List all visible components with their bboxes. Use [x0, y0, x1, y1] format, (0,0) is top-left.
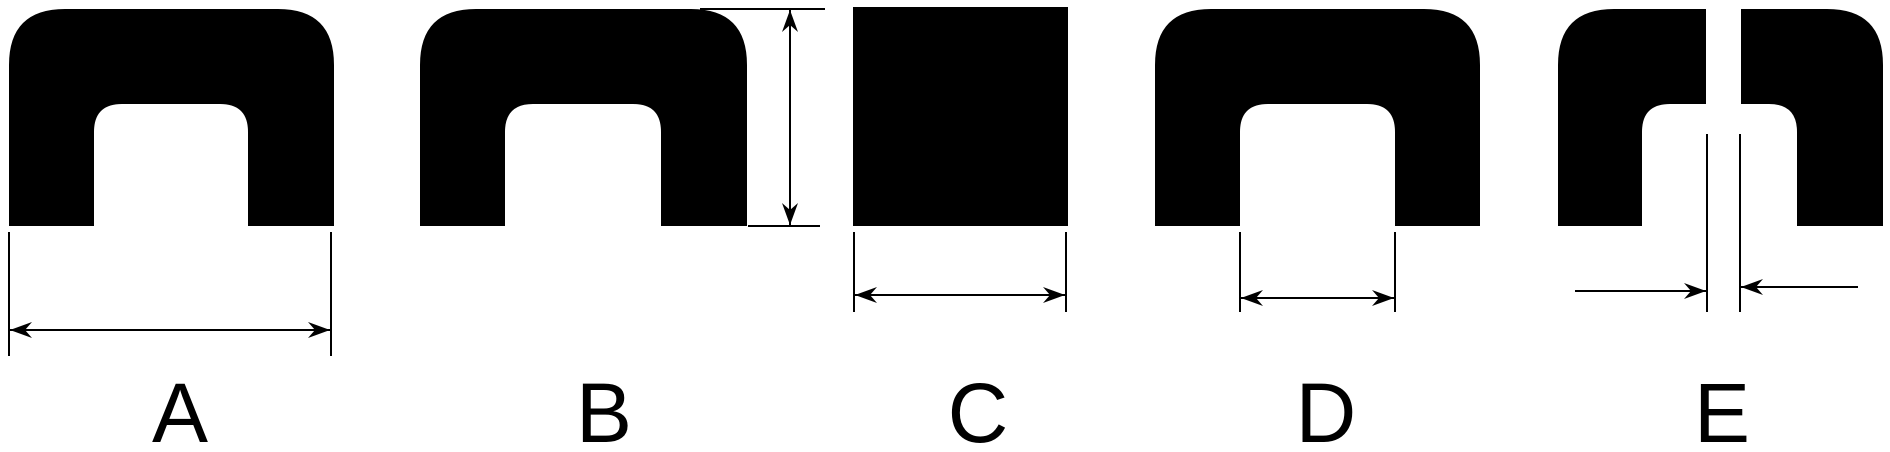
label-c: C: [948, 366, 1009, 452]
arch-shape-b: [420, 9, 747, 226]
label-e: E: [1694, 366, 1750, 452]
split-arch-shape-e-right: [1741, 9, 1883, 226]
label-d: D: [1296, 366, 1357, 452]
panel-a: A: [8, 9, 334, 452]
panel-e: E: [1558, 9, 1883, 452]
panel-b: B: [420, 8, 825, 452]
label-b: B: [576, 366, 632, 452]
label-a: A: [152, 366, 208, 452]
arch-shape-a: [9, 9, 334, 226]
split-arch-shape-e-left: [1558, 9, 1706, 226]
panel-d: D: [1155, 9, 1480, 452]
arch-shape-d: [1155, 9, 1480, 226]
panel-c: C: [853, 7, 1068, 452]
block-shape-c: [853, 7, 1068, 226]
